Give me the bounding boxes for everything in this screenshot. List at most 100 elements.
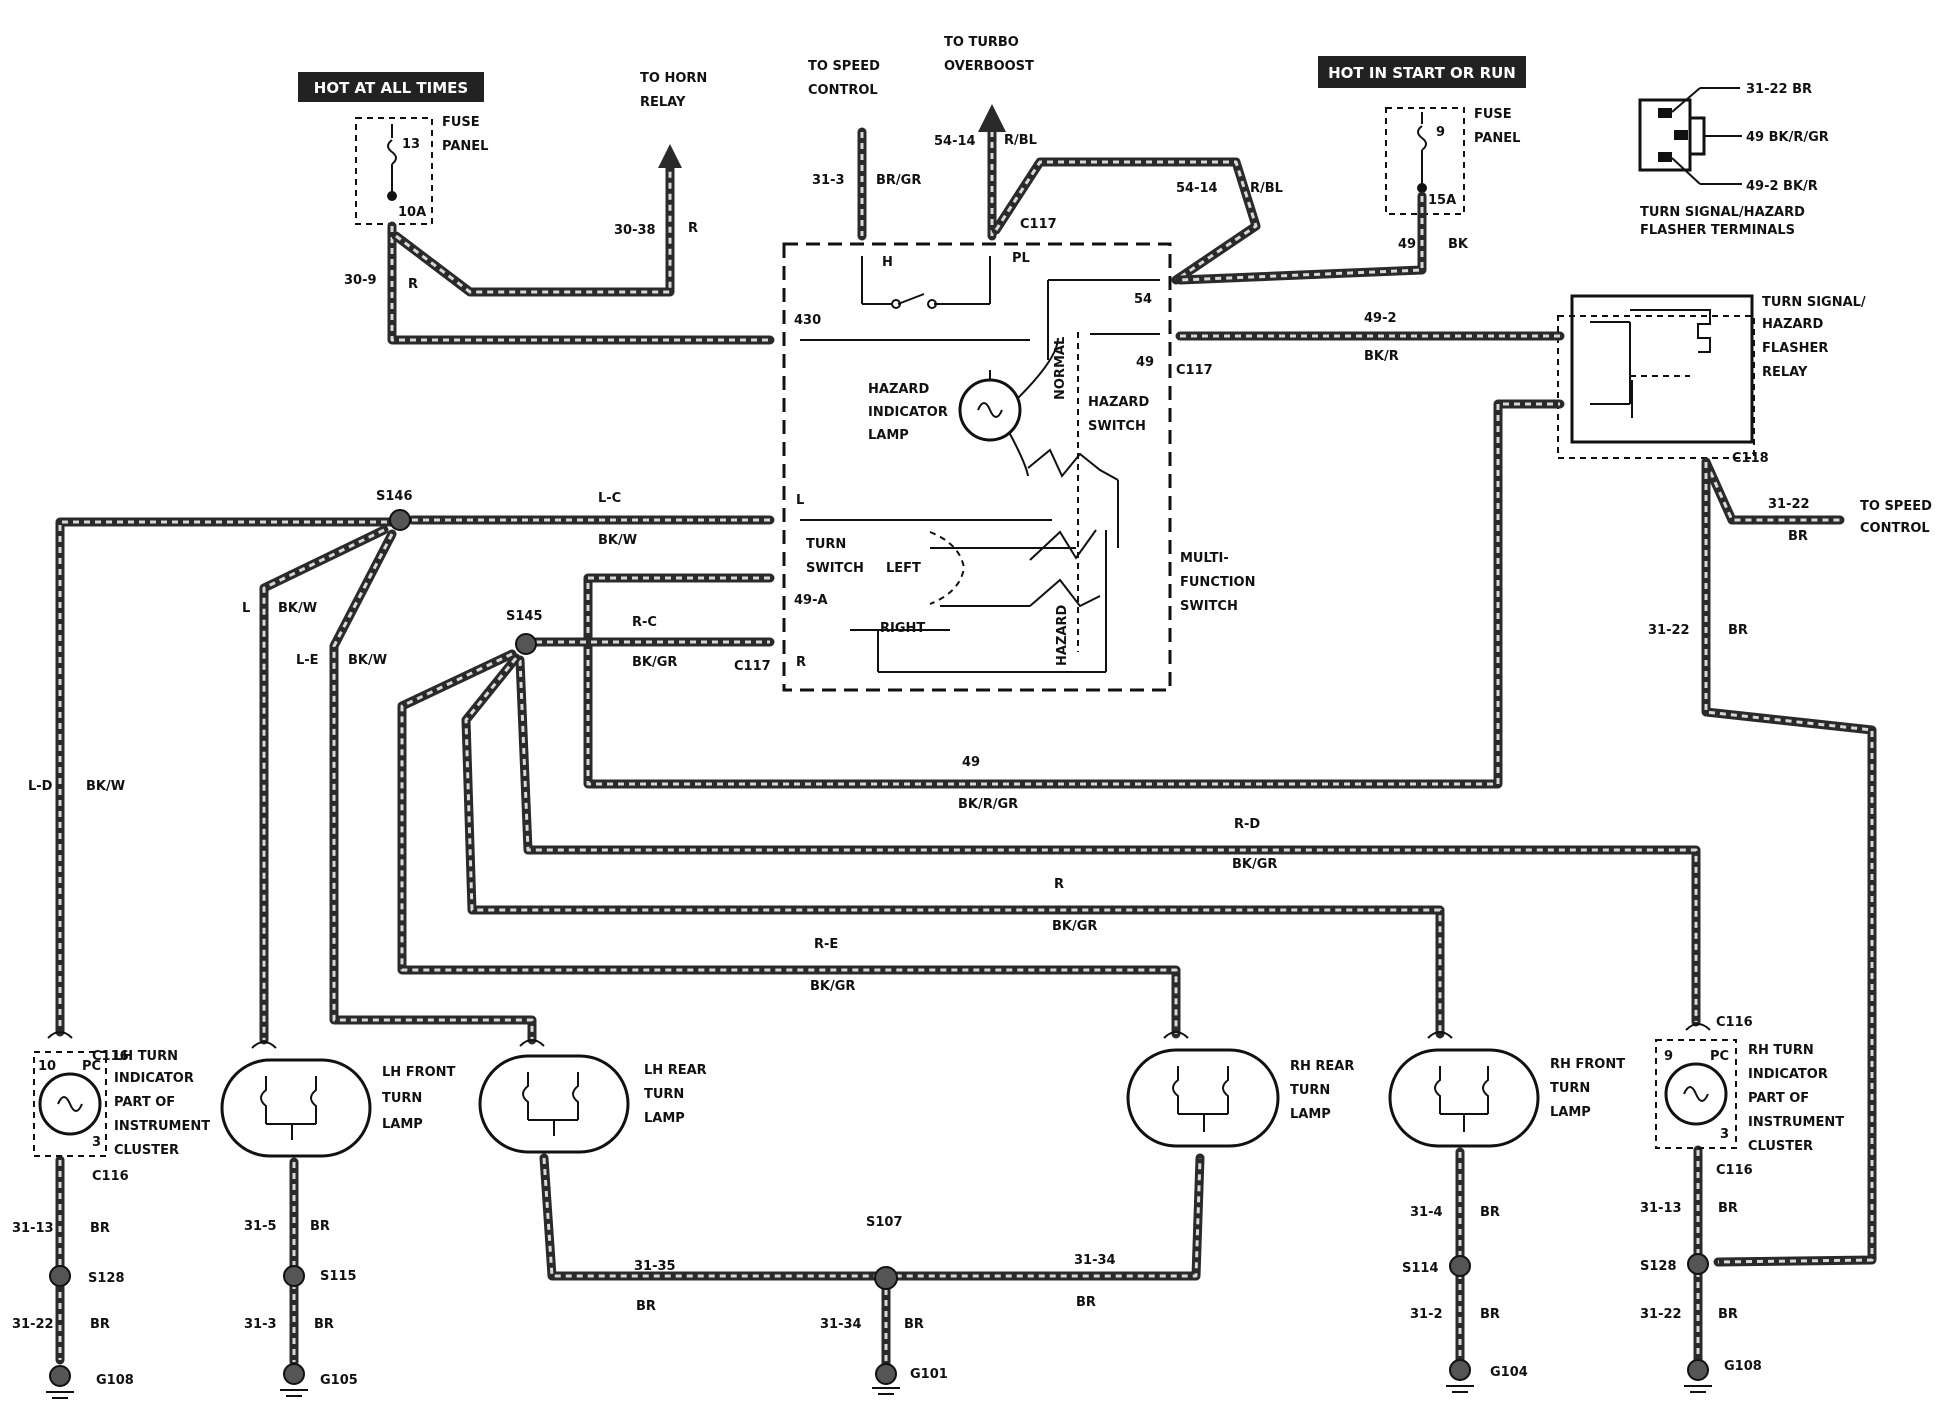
svg-text:31-3: 31-3: [244, 1317, 277, 1332]
svg-text:L: L: [242, 601, 250, 616]
svg-text:54-14: 54-14: [1176, 181, 1218, 196]
c116-label-d: C116: [1716, 1163, 1753, 1178]
svg-text:31-13: 31-13: [1640, 1201, 1682, 1216]
svg-text:FUSE: FUSE: [442, 115, 480, 130]
svg-text:TURN: TURN: [1290, 1083, 1330, 1098]
fuse-panel-right: 9 15A FUSE PANEL: [1385, 107, 1520, 215]
svg-text:TURN: TURN: [806, 537, 846, 552]
svg-text:TURN SIGNAL/HAZARD: TURN SIGNAL/HAZARD: [1640, 205, 1805, 220]
svg-text:31-4: 31-4: [1410, 1205, 1443, 1220]
svg-text:TURN: TURN: [644, 1087, 684, 1102]
svg-text:BK/R/GR: BK/R/GR: [958, 797, 1018, 812]
svg-text:S115: S115: [320, 1269, 357, 1284]
svg-text:SWITCH: SWITCH: [806, 561, 864, 576]
svg-text:S114: S114: [1402, 1261, 1439, 1276]
svg-text:31-34: 31-34: [820, 1317, 862, 1332]
svg-text:BR: BR: [90, 1221, 110, 1236]
ground-g108-left: G108: [46, 1365, 134, 1399]
to-horn-relay-label-2: RELAY: [640, 95, 686, 110]
ground-g105: G105: [280, 1363, 358, 1397]
svg-text:HOT IN START OR RUN: HOT IN START OR RUN: [1328, 64, 1516, 82]
svg-text:TURN: TURN: [382, 1091, 422, 1106]
c117-mid-label: C117: [1176, 363, 1213, 378]
splice-s114: S114: [1402, 1255, 1471, 1277]
svg-text:PC: PC: [82, 1059, 101, 1074]
svg-text:R: R: [1054, 877, 1064, 892]
svg-text:30-38: 30-38: [614, 223, 656, 238]
to-speed-control-label-2: CONTROL: [808, 83, 878, 98]
svg-text:PART OF: PART OF: [114, 1095, 175, 1110]
lh-front-turn-lamp: LH FRONT TURN LAMP: [220, 1058, 456, 1158]
svg-text:LAMP: LAMP: [1290, 1107, 1331, 1122]
svg-text:31-22: 31-22: [1768, 497, 1810, 512]
svg-text:BR: BR: [1480, 1205, 1500, 1220]
svg-text:30-9: 30-9: [344, 273, 377, 288]
splice-s145: S145: [506, 609, 543, 655]
multi-function-switch: HAZARD INDICATOR LAMP NORMAL HAZARD SWIT…: [734, 217, 1256, 692]
c116-label-a: C116: [92, 1049, 129, 1064]
svg-text:L-D: L-D: [28, 779, 53, 794]
to-turbo-overboost-label-1: TO TURBO: [944, 35, 1019, 50]
hot-at-all-times-banner: HOT AT ALL TIMES: [298, 72, 484, 102]
svg-text:31-34: 31-34: [1074, 1253, 1116, 1268]
svg-text:31-22 BR: 31-22 BR: [1746, 82, 1812, 97]
svg-text:BR: BR: [1480, 1307, 1500, 1322]
svg-text:PANEL: PANEL: [442, 139, 488, 154]
svg-text:HAZARD: HAZARD: [1055, 605, 1070, 666]
svg-text:3: 3: [1720, 1127, 1729, 1142]
svg-text:BR: BR: [904, 1317, 924, 1332]
svg-text:FLASHER TERMINALS: FLASHER TERMINALS: [1640, 223, 1795, 238]
turn-signal-hazard-flasher-relay: TURN SIGNAL/ HAZARD FLASHER RELAY C118: [1557, 294, 1866, 466]
svg-text:31-5: 31-5: [244, 1219, 277, 1234]
svg-text:15A: 15A: [1428, 193, 1456, 208]
svg-text:R: R: [408, 277, 418, 292]
svg-text:INSTRUMENT: INSTRUMENT: [114, 1119, 210, 1134]
svg-text:BK/W: BK/W: [86, 779, 125, 794]
svg-text:49-2 BK/R: 49-2 BK/R: [1746, 179, 1818, 194]
svg-text:SWITCH: SWITCH: [1180, 599, 1238, 614]
svg-text:R-C: R-C: [632, 615, 657, 630]
rh-front-turn-lamp: RH FRONT TURN LAMP: [1388, 1048, 1625, 1148]
svg-text:BR/GR: BR/GR: [876, 173, 921, 188]
svg-text:9: 9: [1664, 1049, 1673, 1064]
svg-text:PART OF: PART OF: [1748, 1091, 1809, 1106]
svg-text:LAMP: LAMP: [1550, 1105, 1591, 1120]
splice-s146: S146: [376, 489, 413, 531]
ground-wire-labels: 31-13 BR 31-22 BR 31-5 BR 31-3 BR 31-35 …: [12, 1201, 1738, 1332]
svg-text:BR: BR: [90, 1317, 110, 1332]
svg-text:BK/GR: BK/GR: [1232, 857, 1277, 872]
svg-text:10: 10: [38, 1059, 56, 1074]
svg-text:LAMP: LAMP: [382, 1117, 423, 1132]
svg-text:S145: S145: [506, 609, 543, 624]
svg-text:RH TURN: RH TURN: [1748, 1043, 1814, 1058]
svg-text:49-2: 49-2: [1364, 311, 1397, 326]
svg-text:BK/W: BK/W: [278, 601, 317, 616]
svg-text:MULTI-: MULTI-: [1180, 551, 1229, 566]
svg-text:9: 9: [1436, 125, 1445, 140]
svg-text:HAZARD: HAZARD: [1762, 317, 1823, 332]
splice-s128-left: S128: [49, 1265, 125, 1287]
svg-text:INDICATOR: INDICATOR: [114, 1071, 194, 1086]
svg-text:PANEL: PANEL: [1474, 131, 1520, 146]
svg-text:BR: BR: [1718, 1201, 1738, 1216]
svg-text:S107: S107: [866, 1215, 903, 1230]
c117-bot-label: C117: [734, 659, 771, 674]
svg-text:R: R: [688, 221, 698, 236]
fuse-panel-left: 13 10A FUSE PANEL: [355, 115, 488, 225]
svg-text:INDICATOR: INDICATOR: [868, 405, 948, 420]
svg-text:FUNCTION: FUNCTION: [1180, 575, 1256, 590]
svg-text:BK/GR: BK/GR: [810, 979, 855, 994]
svg-text:BR: BR: [310, 1219, 330, 1234]
svg-text:S128: S128: [88, 1271, 125, 1286]
c117-top-label: C117: [1020, 217, 1057, 232]
splice-s107: S107: [866, 1215, 903, 1290]
svg-text:BR: BR: [1728, 623, 1748, 638]
svg-text:31-22: 31-22: [12, 1317, 54, 1332]
svg-text:RH REAR: RH REAR: [1290, 1059, 1354, 1074]
svg-text:R/BL: R/BL: [1004, 133, 1037, 148]
svg-text:13: 13: [402, 137, 420, 152]
svg-text:BR: BR: [1788, 529, 1808, 544]
svg-text:RIGHT: RIGHT: [880, 621, 925, 636]
svg-text:L-E: L-E: [296, 653, 319, 668]
